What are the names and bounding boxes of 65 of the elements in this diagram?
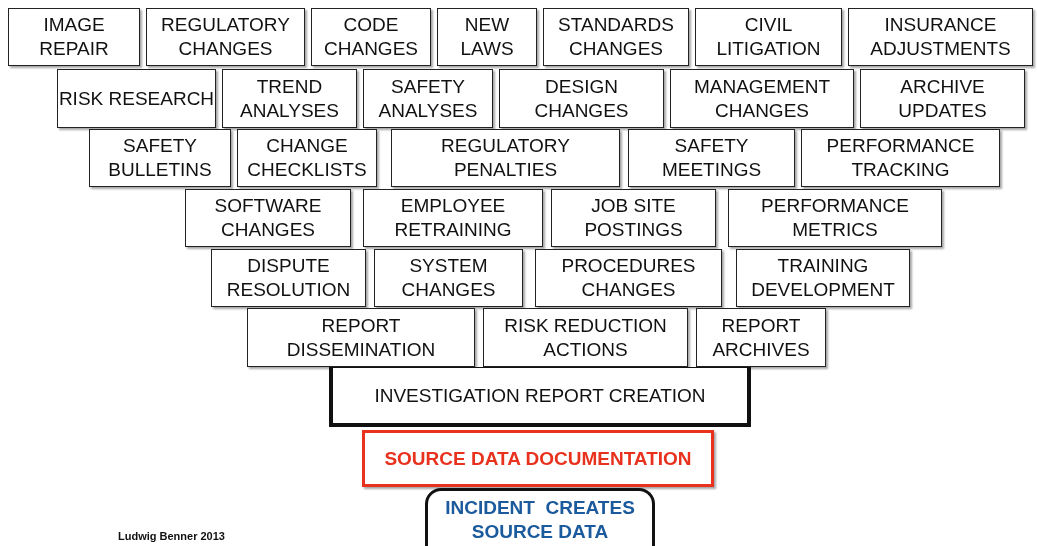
process-box (736, 249, 910, 307)
box-label: DISPUTE RESOLUTION (225, 254, 352, 302)
process-box (185, 189, 351, 247)
box-label: REGULATORY PENALTIES (440, 134, 571, 182)
box-label: DESIGN CHANGES (533, 74, 630, 123)
box-label: EMPLOYEE RETRAINING (393, 194, 513, 242)
process-box (57, 69, 216, 128)
box-label: SAFETY MEETINGS (660, 134, 763, 182)
process-box (437, 8, 537, 66)
box-label: NEW LAWS (459, 13, 515, 61)
process-box (363, 69, 493, 128)
process-box (696, 308, 826, 367)
box-label: CHANGE CHECKLISTS (246, 134, 368, 182)
box-label: REPORT ARCHIVES (711, 313, 811, 362)
process-box (535, 249, 722, 307)
box-label: PERFORMANCE TRACKING (825, 134, 976, 182)
start-box (425, 488, 655, 546)
box-label: TREND ANALYSES (239, 74, 340, 123)
process-box (8, 8, 140, 66)
process-box (543, 8, 689, 66)
box-label: JOB SITE POSTINGS (583, 194, 684, 242)
box-label: SAFETY BULLETINS (107, 134, 213, 182)
box-label: CODE CHANGES (323, 13, 419, 61)
box-label: RISK REDUCTION ACTIONS (503, 313, 668, 362)
box-label: SAFETY ANALYSES (377, 74, 479, 123)
process-box (311, 8, 431, 66)
box-label: SOFTWARE CHANGES (213, 194, 323, 242)
process-box (499, 69, 664, 128)
process-box (329, 367, 751, 427)
credit-note: Ludwig Benner 2013 (118, 530, 225, 542)
box-label: IMAGE REPAIR (38, 13, 110, 61)
box-label: INCIDENT CREATES SOURCE DATA (444, 495, 636, 544)
process-box (483, 308, 688, 367)
process-box (628, 129, 795, 187)
box-label: TRAINING DEVELOPMENT (750, 254, 896, 302)
process-box (551, 189, 716, 247)
process-box (247, 308, 475, 367)
process-box (801, 129, 1000, 187)
box-label: REGULATORY CHANGES (160, 13, 291, 61)
process-box (374, 249, 523, 307)
process-box (670, 69, 854, 128)
process-box (848, 8, 1033, 66)
box-label: MANAGEMENT CHANGES (692, 74, 832, 123)
process-box (146, 8, 305, 66)
process-box (695, 8, 842, 66)
box-label: ARCHIVE UPDATES (897, 74, 988, 123)
box-label: PROCEDURES CHANGES (560, 254, 697, 302)
process-box (362, 430, 714, 487)
box-label: SOURCE DATA DOCUMENTATION (384, 446, 692, 471)
process-box (860, 69, 1025, 128)
process-box (211, 249, 366, 307)
box-label: INSURANCE ADJUSTMENTS (869, 13, 1012, 61)
box-label: SYSTEM CHANGES (400, 254, 497, 302)
process-box (237, 129, 377, 187)
box-label: INVESTIGATION REPORT CREATION (374, 383, 706, 408)
process-box (391, 129, 620, 187)
process-box (89, 129, 231, 187)
process-box (222, 69, 357, 128)
process-box (728, 189, 942, 247)
box-label: REPORT DISSEMINATION (285, 313, 437, 362)
box-label: STANDARDS CHANGES (557, 13, 675, 61)
box-label: PERFORMANCE METRICS (760, 194, 910, 242)
box-label: CIVIL LITIGATION (715, 13, 822, 61)
box-label: RISK RESEARCH (58, 86, 215, 111)
process-box (363, 189, 543, 247)
